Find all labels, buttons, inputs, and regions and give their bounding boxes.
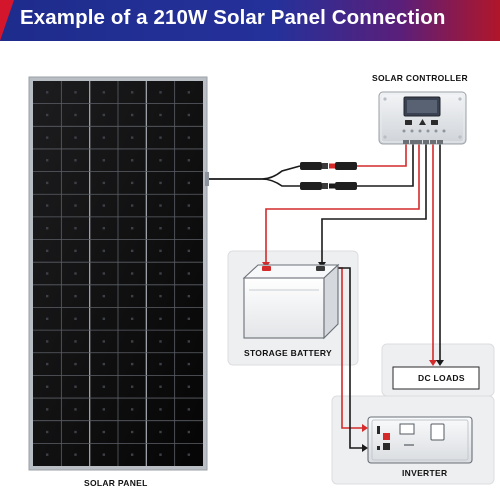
mc4-connector-top (300, 162, 357, 170)
inverter-display (399, 423, 415, 435)
storage-battery (242, 263, 340, 340)
solar-panel (28, 76, 209, 471)
panel-lead-wire-2 (209, 178, 300, 187)
controller-terminals (403, 140, 443, 144)
inverter-label: INVERTER (402, 468, 448, 478)
header-banner: Example of a 210W Solar Panel Connection (0, 0, 500, 41)
header-red-corner (0, 0, 14, 41)
controller-status-icons (405, 119, 438, 125)
controller-buttons (402, 129, 446, 133)
pv-negative-wire (357, 143, 414, 187)
inverter-outlet (430, 423, 445, 441)
battery-positive-terminal (262, 266, 271, 271)
pv-positive-wire (357, 143, 407, 167)
solar-controller (378, 91, 467, 145)
battery-negative-terminal (316, 266, 325, 271)
mc4-connector-bottom (300, 182, 357, 190)
page-title: Example of a 210W Solar Panel Connection (20, 6, 446, 29)
panel-lead-wire (209, 165, 301, 180)
panel-cell-grid (33, 81, 203, 466)
panel-junction-tab (205, 172, 209, 186)
solar-controller-label: SOLAR CONTROLLER (372, 73, 468, 83)
solar-panel-label: SOLAR PANEL (84, 478, 148, 488)
dc-loads-label: DC LOADS (418, 373, 465, 383)
dc-loads-box (392, 366, 480, 390)
battery-positive-wire (265, 143, 420, 264)
storage-battery-label: STORAGE BATTERY (244, 348, 332, 358)
battery-negative-wire (321, 143, 427, 264)
inverter (367, 416, 473, 464)
